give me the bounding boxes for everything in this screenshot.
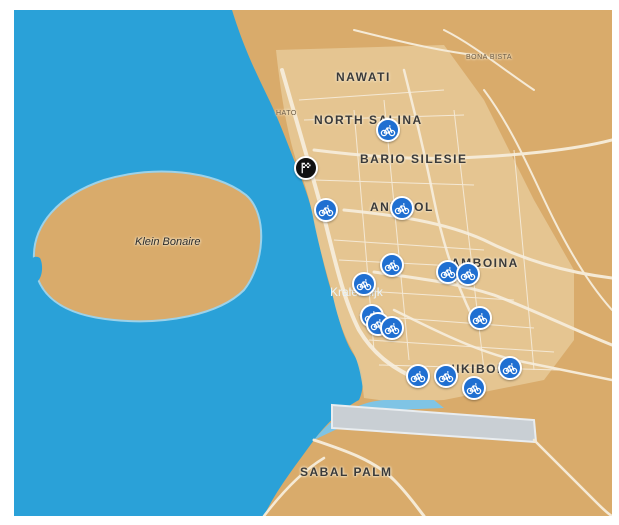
bike-station-marker[interactable] (406, 364, 430, 388)
bike-station-marker[interactable] (434, 364, 458, 388)
bicycle-icon (356, 279, 372, 291)
bicycle-icon (440, 267, 456, 279)
klein-bonaire-lagoon (29, 256, 43, 282)
bike-station-marker[interactable] (468, 306, 492, 330)
bicycle-icon (394, 203, 410, 215)
bicycle-icon (384, 323, 400, 335)
klein-bonaire-island (32, 170, 263, 323)
bike-station-marker[interactable] (456, 262, 480, 286)
bicycle-icon (438, 371, 454, 383)
checkered-flag-glyph (301, 162, 311, 174)
road-network (262, 29, 612, 516)
bicycle-icon (472, 313, 488, 325)
bike-station-marker[interactable] (380, 253, 404, 277)
map-view[interactable]: NAWATI NORTH SALINA BARIO SILESIE ANTRIO… (14, 10, 612, 516)
bike-station-marker[interactable] (380, 316, 404, 340)
bicycle-icon (384, 260, 400, 272)
bike-station-marker[interactable] (462, 376, 486, 400)
bicycle-icon (318, 205, 334, 217)
bicycle-icon (466, 383, 482, 395)
bicycle-icon (502, 363, 518, 375)
street-grid (298, 89, 560, 371)
checkered-flag-icon[interactable] (294, 156, 318, 180)
bike-station-marker[interactable] (314, 198, 338, 222)
bike-station-marker[interactable] (390, 196, 414, 220)
bicycle-icon (380, 125, 396, 137)
bike-station-marker[interactable] (352, 272, 376, 296)
bike-station-marker[interactable] (498, 356, 522, 380)
bicycle-icon (410, 371, 426, 383)
bicycle-icon (460, 269, 476, 281)
map-canvas[interactable] (14, 10, 612, 516)
bike-station-marker[interactable] (376, 118, 400, 142)
